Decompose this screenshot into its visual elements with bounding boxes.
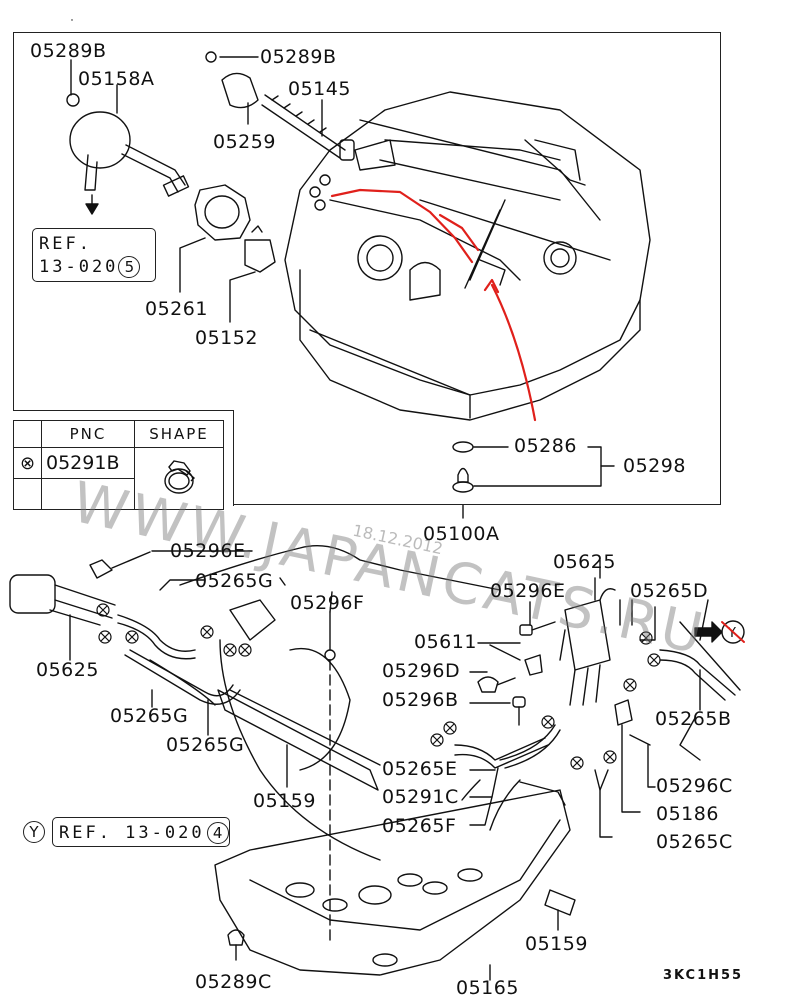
part-label-05261[interactable]: 05261: [145, 298, 208, 320]
part-label-05100A[interactable]: 05100A: [423, 523, 500, 545]
part-label-05152[interactable]: 05152: [195, 327, 258, 349]
part-label-05611[interactable]: 05611: [414, 631, 477, 653]
part-label-05265D[interactable]: 05265D: [630, 580, 709, 602]
part-label-05265G-mid[interactable]: 05265G: [110, 705, 189, 727]
part-label-05265G-top[interactable]: 05265G: [195, 570, 274, 592]
part-label-05296E-left[interactable]: 05296E: [170, 540, 246, 562]
part-label-05159-right[interactable]: 05159: [525, 933, 588, 955]
empty-cell: [13, 478, 42, 510]
pnc-value-link[interactable]: 05291B: [41, 447, 135, 479]
part-label-05165[interactable]: 05165: [456, 977, 519, 999]
ref-text: REF. 13-020: [59, 823, 205, 843]
part-label-05298[interactable]: 05298: [623, 455, 686, 477]
pnc-header-symbol: [13, 420, 42, 448]
part-label-05289B-right[interactable]: 05289B: [260, 46, 337, 68]
part-label-05145[interactable]: 05145: [288, 78, 351, 100]
part-label-05265C[interactable]: 05265C: [656, 831, 733, 853]
table-row[interactable]: ⊗ 05291B: [13, 447, 224, 510]
lower-fuel-line-illustration: Y: [9, 545, 745, 981]
empty-cell: [41, 478, 135, 510]
part-label-05296E-right[interactable]: 05296E: [490, 580, 566, 602]
part-label-05265E[interactable]: 05265E: [382, 758, 458, 780]
table-row-empty: [13, 478, 224, 510]
gasket-and-filter: [179, 184, 276, 323]
part-label-05289B-left[interactable]: 05289B: [30, 40, 107, 62]
part-label-05159-center[interactable]: 05159: [253, 790, 316, 812]
part-label-05286[interactable]: 05286: [514, 435, 577, 457]
part-label-05158A[interactable]: 05158A: [78, 68, 155, 90]
ref-number: 13-020: [39, 257, 119, 277]
part-label-05296B[interactable]: 05296B: [382, 689, 459, 711]
part-label-05625-right[interactable]: 05625: [553, 551, 616, 573]
y-marker-circle: Y: [23, 821, 45, 843]
drawing-code: 3KC1H55: [663, 968, 744, 983]
upper-section-frame: [13, 32, 721, 505]
clamp-symbol: ⊗: [13, 447, 42, 479]
pnc-header-pnc: PNC: [41, 420, 135, 448]
pnc-table-header-row: PNC SHAPE: [13, 420, 224, 448]
fuel-pump-assembly-05158A: [66, 19, 190, 215]
part-label-05289C[interactable]: 05289C: [195, 971, 272, 993]
ref-label: REF.: [39, 234, 92, 254]
drain-plug-callouts: [452, 441, 615, 519]
part-label-05296D[interactable]: 05296D: [382, 660, 461, 682]
part-label-05265F[interactable]: 05265F: [382, 815, 457, 837]
part-label-05186[interactable]: 05186: [656, 803, 719, 825]
svg-text:Y: Y: [727, 626, 736, 641]
hose-clamp-icon: [164, 460, 196, 494]
pnc-header-shape: SHAPE: [134, 420, 224, 448]
part-label-05625-left[interactable]: 05625: [36, 659, 99, 681]
part-label-05265B[interactable]: 05265B: [655, 708, 732, 730]
fuel-gauge-unit-05259: [205, 51, 323, 137]
part-label-05291C[interactable]: 05291C: [382, 786, 459, 808]
clamp-markers: [96, 603, 661, 770]
circled-number: 4: [206, 822, 229, 844]
part-label-05296F[interactable]: 05296F: [290, 592, 365, 614]
pnc-shape-table: PNC SHAPE ⊗ 05291B: [13, 420, 224, 510]
part-label-05265G-low[interactable]: 05265G: [166, 734, 245, 756]
part-label-05259[interactable]: 05259: [213, 131, 276, 153]
shape-cell: [134, 447, 224, 510]
part-label-05296C[interactable]: 05296C: [656, 775, 733, 797]
fuel-tank-illustration: [261, 91, 651, 422]
circled-number: 5: [118, 256, 141, 278]
